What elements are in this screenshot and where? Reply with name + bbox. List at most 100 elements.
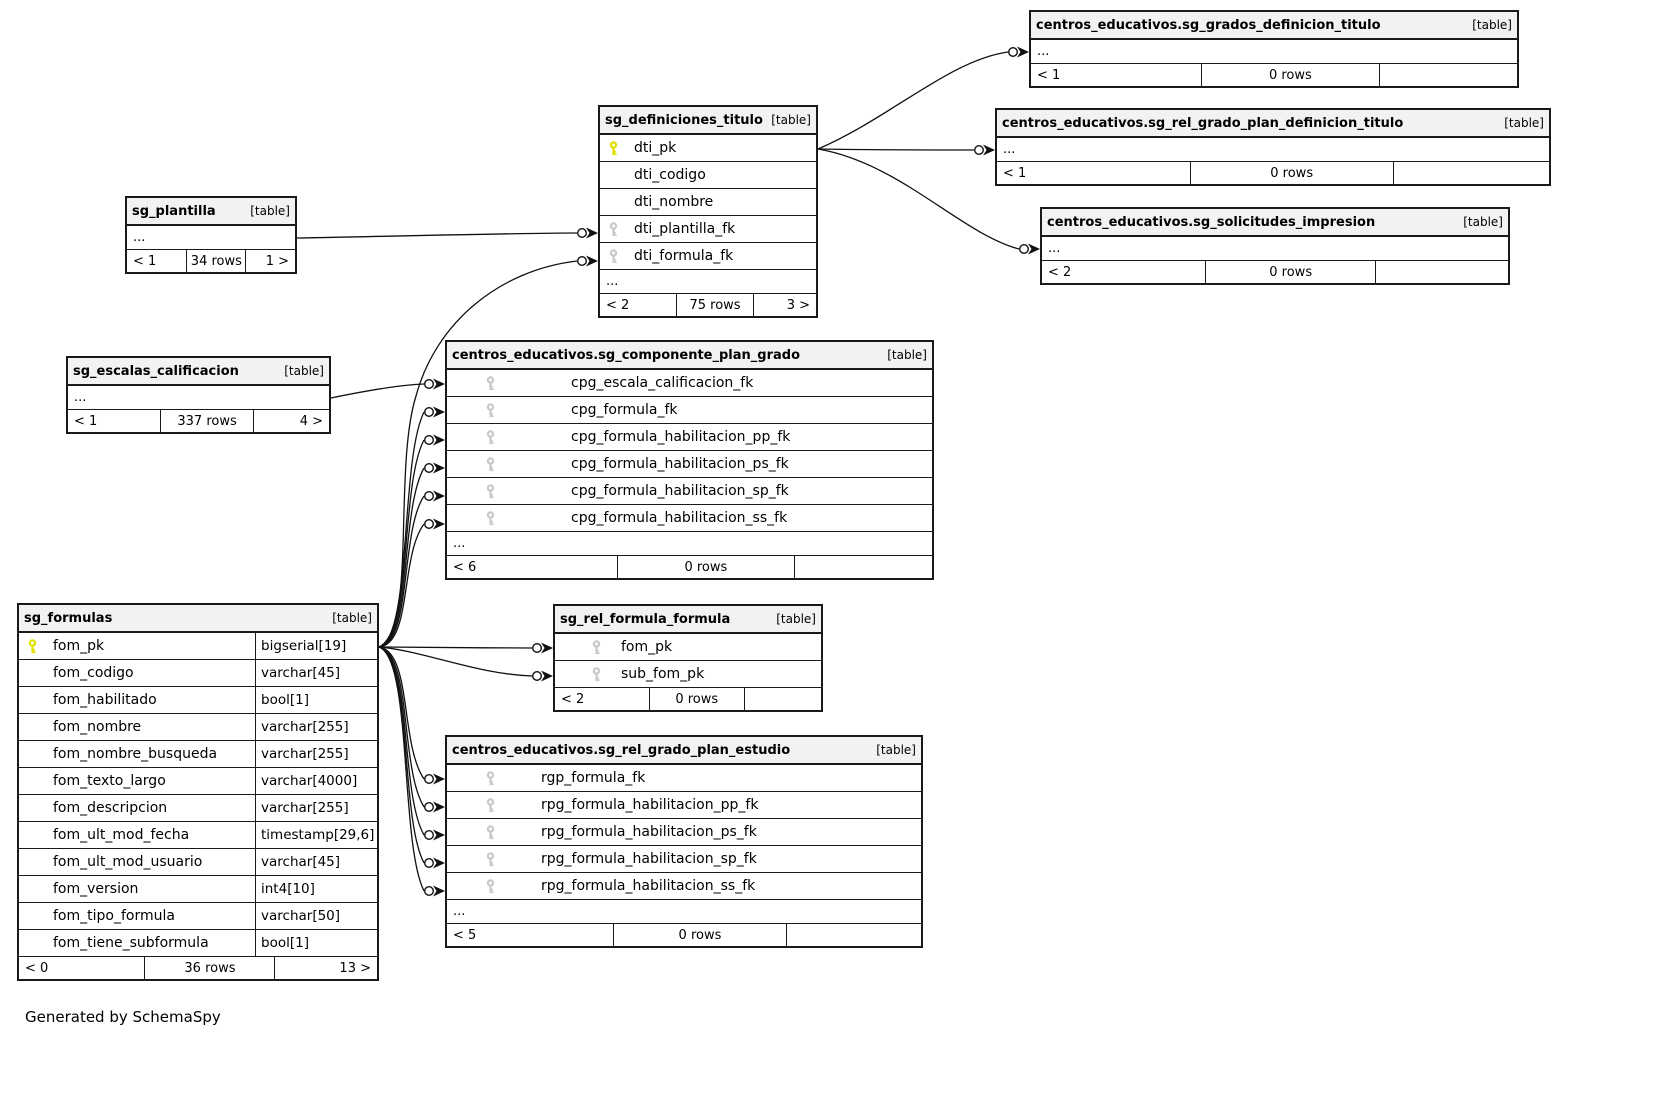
stat-row-count: 0 rows (612, 924, 788, 946)
arrowhead-icon (586, 255, 598, 267)
column-type: varchar[45] (255, 849, 377, 875)
column-name: cpg_formula_habilitacion_pp_fk (571, 429, 791, 445)
column-row: rpg_formula_habilitacion_ps_fk (447, 819, 921, 846)
entity-title[interactable]: centros_educativos.sg_componente_plan_gr… (452, 347, 801, 363)
column-icon-cell (477, 824, 511, 840)
stat-parent-count: < 1 (1037, 67, 1061, 83)
foreign-key-icon (486, 797, 495, 812)
entity-sg_componente_plan_grado[interactable]: centros_educativos.sg_componente_plan_gr… (445, 340, 934, 580)
stat-row-count: 0 rows (616, 556, 796, 578)
entity-title[interactable]: sg_escalas_calificacion (73, 363, 239, 379)
column-name: fom_habilitado (53, 692, 157, 708)
foreign-key-icon (486, 878, 495, 893)
stat-child-count: 1 > (265, 253, 289, 269)
relationship-connector (330, 378, 445, 399)
entity-title[interactable]: centros_educativos.sg_rel_grado_plan_def… (1002, 115, 1404, 131)
entity-title[interactable]: centros_educativos.sg_grados_definicion_… (1036, 17, 1381, 33)
column-name: fom_nombre_busqueda (53, 746, 218, 762)
column-icon-cell (600, 248, 634, 264)
column-name: fom_codigo (53, 665, 134, 681)
table-tag: [table] (771, 113, 811, 127)
ellipsis-row: ... (447, 900, 921, 924)
ellipsis-row: ... (1031, 40, 1517, 64)
column-row: fom_pk (555, 634, 821, 661)
column-icon-cell (583, 639, 617, 655)
table-tag: [table] (887, 348, 927, 362)
stat-row-count: 75 rows (676, 294, 754, 316)
cardinality-circle (424, 491, 435, 502)
column-icon-cell (477, 456, 511, 472)
entity-title[interactable]: sg_rel_formula_formula (560, 611, 731, 627)
column-type: bool[1] (255, 930, 377, 956)
column-type: timestamp[29,6] (255, 822, 377, 848)
column-row: cpg_formula_habilitacion_pp_fk (447, 424, 932, 451)
stat-parent-count: < 1 (1003, 165, 1027, 181)
generated-by-note: Generated by SchemaSpy (25, 1008, 221, 1026)
entity-sg_rel_grado_plan_definicion_titulo[interactable]: centros_educativos.sg_rel_grado_plan_def… (995, 108, 1551, 186)
column-row: cpg_escala_calificacion_fk (447, 370, 932, 397)
stat-child-count: 4 > (299, 413, 323, 429)
primary-key-icon (28, 638, 37, 653)
arrowhead-icon (433, 518, 445, 530)
column-type: varchar[4000] (255, 768, 377, 794)
foreign-key-icon (486, 824, 495, 839)
column-name: cpg_formula_habilitacion_sp_fk (571, 483, 789, 499)
entity-header: centros_educativos.sg_grados_definicion_… (1031, 12, 1517, 40)
column-name: dti_codigo (634, 167, 706, 183)
entity-title[interactable]: sg_formulas (24, 610, 113, 626)
entity-title[interactable]: centros_educativos.sg_rel_grado_plan_est… (452, 742, 791, 758)
table-tag: [table] (284, 364, 324, 378)
entity-sg_grados_definicion_titulo[interactable]: centros_educativos.sg_grados_definicion_… (1029, 10, 1519, 88)
column-name: fom_tipo_formula (53, 908, 175, 924)
column-name: fom_texto_largo (53, 773, 166, 789)
ellipsis-label: ... (606, 274, 619, 289)
cardinality-circle (424, 858, 435, 869)
cardinality-circle (424, 379, 435, 390)
relationship-connector (378, 406, 445, 648)
arrowhead-icon (433, 406, 445, 418)
column-row: dti_plantilla_fk (600, 216, 816, 243)
ellipsis-row: ... (127, 226, 295, 250)
column-row: cpg_formula_fk (447, 397, 932, 424)
ellipsis-label: ... (133, 230, 146, 245)
column-icon-cell (477, 510, 511, 526)
relationship-connector (378, 490, 445, 648)
column-row: rpg_formula_habilitacion_pp_fk (447, 792, 921, 819)
stat-row-count: 0 rows (1204, 261, 1377, 283)
entity-sg_solicitudes_impresion[interactable]: centros_educativos.sg_solicitudes_impres… (1040, 207, 1510, 285)
relationship-connector (378, 646, 445, 897)
column-name: fom_pk (621, 639, 673, 655)
entity-title[interactable]: centros_educativos.sg_solicitudes_impres… (1047, 214, 1376, 230)
entity-header: sg_definiciones_titulo [table] (600, 107, 816, 135)
entity-sg_rel_grado_plan_estudio[interactable]: centros_educativos.sg_rel_grado_plan_est… (445, 735, 923, 948)
ellipsis-row: ... (1042, 237, 1508, 261)
column-type: bigserial[19] (255, 633, 377, 659)
entity-header: sg_escalas_calificacion [table] (68, 358, 329, 386)
table-tag: [table] (876, 743, 916, 757)
entity-title[interactable]: sg_definiciones_titulo (605, 112, 763, 128)
entity-title[interactable]: sg_plantilla (132, 203, 216, 219)
column-name: cpg_formula_habilitacion_ss_fk (571, 510, 788, 526)
relationship-connector (378, 646, 553, 682)
column-row: fom_texto_largo varchar[4000] (19, 768, 377, 795)
entity-header: centros_educativos.sg_solicitudes_impres… (1042, 209, 1508, 237)
column-row: cpg_formula_habilitacion_ps_fk (447, 451, 932, 478)
column-icon-cell (477, 770, 511, 786)
